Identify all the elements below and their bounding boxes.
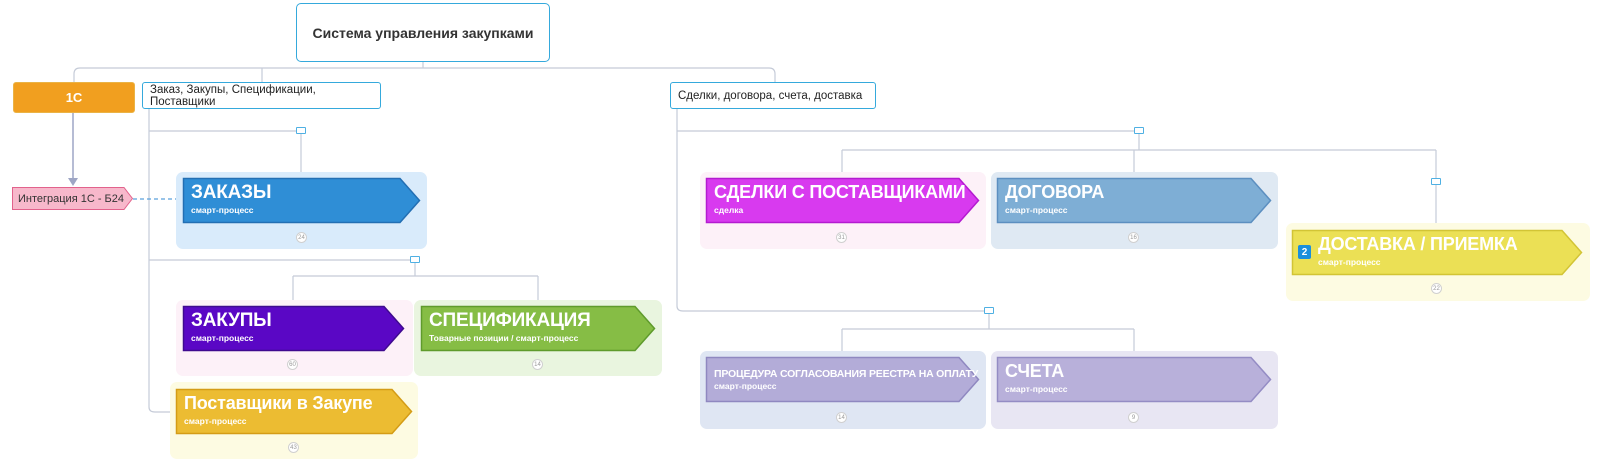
dostavka-arrow[interactable]: ДОСТАВКА / ПРИЕМКА смарт-процесс <box>1291 229 1583 276</box>
scheta-arrow[interactable]: СЧЕТА смарт-процесс <box>996 356 1272 403</box>
zakupy-subtitle: смарт-процесс <box>191 333 254 343</box>
postav-subtitle: смарт-процесс <box>184 416 247 426</box>
scheta-count: 9 <box>1128 412 1139 423</box>
dogovora-arrow[interactable]: ДОГОВОРА смарт-процесс <box>996 177 1272 224</box>
sdelki-title: СДЕЛКИ С ПОСТАВЩИКАМИ <box>714 182 966 202</box>
scheta-subtitle: смарт-процесс <box>1005 384 1068 394</box>
zakupy-title: ЗАКУПЫ <box>191 310 272 331</box>
postav-shape <box>175 388 413 435</box>
zakazy-arrow[interactable]: ЗАКАЗЫ смарт-процесс <box>182 177 421 224</box>
reestr-arrow[interactable]: ПРОЦЕДУРА СОГЛАСОВАНИЯ РЕЕСТРА НА ОПЛАТУ… <box>705 356 980 403</box>
left-hub-top[interactable] <box>296 127 306 134</box>
branch-left-label: Заказ, Закупы, Спецификации, Поставщики <box>150 83 316 108</box>
integration-node[interactable]: Интеграция 1С - Б24 <box>12 187 133 210</box>
reestr-title: ПРОЦЕДУРА СОГЛАСОВАНИЯ РЕЕСТРА НА ОПЛАТУ <box>714 368 979 380</box>
postav-title: Поставщики в Закупе <box>184 393 373 413</box>
sdelki-count: 31 <box>836 232 847 243</box>
zakupy-arrow[interactable]: ЗАКУПЫ смарт-процесс <box>182 305 405 352</box>
reestr-subtitle: смарт-процесс <box>714 381 777 391</box>
zakupy-count: 60 <box>287 359 298 370</box>
dogovora-shape <box>996 177 1272 224</box>
branch-right-label: Сделки, договора, счета, доставка <box>678 89 863 102</box>
integration-shape <box>12 187 133 210</box>
right-hub-bottom[interactable] <box>984 307 994 314</box>
dogovora-subtitle: смарт-процесс <box>1005 205 1068 215</box>
left-hub-mid[interactable] <box>410 256 420 263</box>
scheta-shape <box>996 356 1272 403</box>
reestr-shape <box>705 356 980 403</box>
sdelki-subtitle: сделка <box>714 205 744 215</box>
spec-count: 14 <box>532 359 543 370</box>
postav-arrow[interactable]: Поставщики в Закупе смарт-процесс <box>175 388 413 435</box>
dogovora-count: 16 <box>1128 232 1139 243</box>
postav-count: 43 <box>288 442 299 453</box>
branch-left-node[interactable]: Заказ, Закупы, Спецификации, Поставщики <box>142 82 381 109</box>
branch-right-node[interactable]: Сделки, договора, счета, доставка <box>670 82 876 109</box>
zakazy-count: 24 <box>296 232 307 243</box>
dogovora-title: ДОГОВОРА <box>1005 182 1105 202</box>
dostavka-title: ДОСТАВКА / ПРИЕМКА <box>1318 234 1518 254</box>
scheta-title: СЧЕТА <box>1005 361 1065 381</box>
right-hub-top[interactable] <box>1134 127 1144 134</box>
spec-shape <box>420 305 656 352</box>
right-hub-dostavka[interactable] <box>1431 178 1441 185</box>
dostavka-subtitle: смарт-процесс <box>1318 257 1381 267</box>
onec-node[interactable]: 1С <box>13 82 135 113</box>
sdelki-arrow[interactable]: СДЕЛКИ С ПОСТАВЩИКАМИ сделка <box>705 177 980 224</box>
sdelki-shape <box>705 177 980 224</box>
spec-subtitle: Товарные позиции / смарт-процесс <box>429 333 579 343</box>
zakupy-shape <box>182 305 405 352</box>
dostavka-badge: 2 <box>1298 245 1311 259</box>
spec-title: СПЕЦИФИКАЦИЯ <box>429 310 591 331</box>
onec-label: 1С <box>65 90 83 105</box>
integration-label: Интеграция 1С - Б24 <box>18 192 125 205</box>
reestr-count: 14 <box>836 412 847 423</box>
root-label: Система управления закупками <box>312 24 534 41</box>
dostavka-count: 22 <box>1431 283 1442 294</box>
root-node[interactable]: Система управления закупками <box>296 3 550 62</box>
zakazy-subtitle: смарт-процесс <box>191 205 254 215</box>
dostavka-shape <box>1291 229 1583 276</box>
zakazy-title: ЗАКАЗЫ <box>191 182 272 203</box>
zakazy-shape <box>182 177 421 224</box>
spec-arrow[interactable]: СПЕЦИФИКАЦИЯ Товарные позиции / смарт-пр… <box>420 305 656 352</box>
